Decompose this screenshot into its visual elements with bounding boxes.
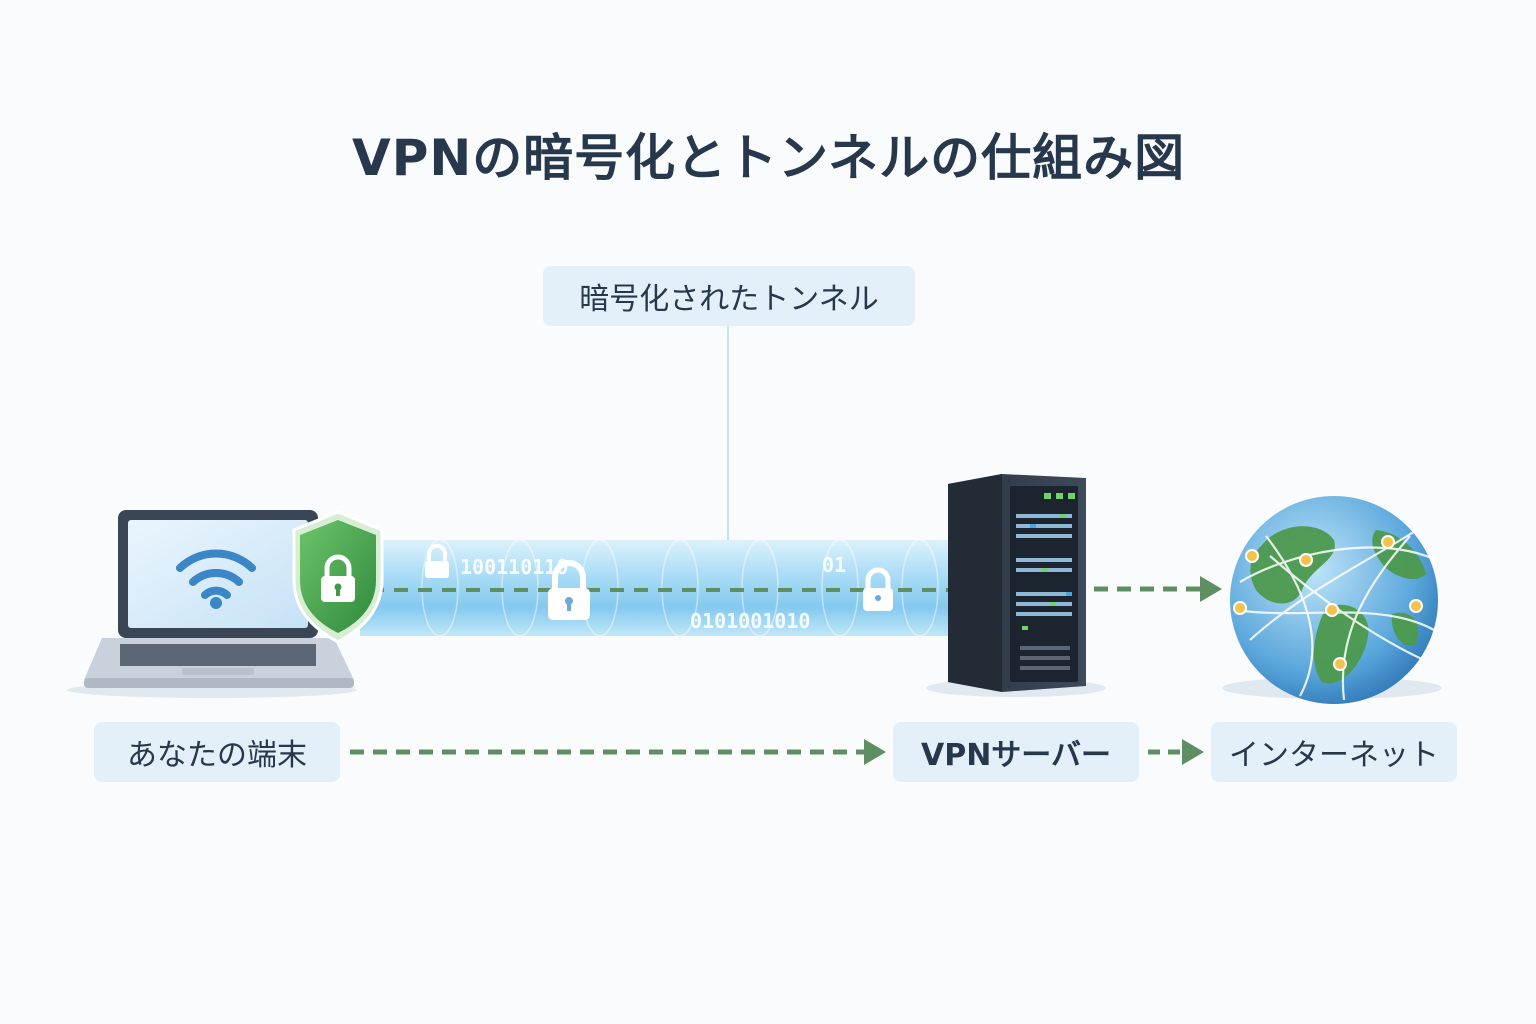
internet-label: インターネット [1211, 722, 1457, 782]
shield-icon [292, 510, 384, 644]
encrypted-tunnel: 100110110 01 0101001010 [360, 539, 1000, 637]
arrow-server-to-internet-upper [1094, 576, 1222, 602]
device-label: あなたの端末 [94, 722, 340, 782]
lock-icon [548, 560, 590, 620]
internet-label-text: インターネット [1229, 738, 1439, 773]
tunnel-label-text: 暗号化されたトンネル [579, 282, 879, 317]
server-label: VPNサーバー [893, 722, 1139, 782]
device-label-text: あなたの端末 [127, 738, 307, 773]
lock-icon [425, 544, 449, 578]
server-label-text: VPNサーバー [920, 738, 1111, 773]
tunnel-label: 暗号化されたトンネル [543, 266, 915, 326]
tunnel-binary-bottom: 0101001010 [690, 609, 810, 633]
globe-network-icon [1222, 496, 1442, 704]
arrow-device-to-server [350, 739, 886, 765]
lock-icon [863, 567, 893, 611]
server-rack-icon [926, 474, 1106, 697]
page-title: VPNの暗号化とトンネルの仕組み図 [352, 129, 1186, 187]
wifi-icon [176, 549, 256, 599]
laptop-wifi-icon [67, 510, 357, 698]
server-status-leds [1044, 493, 1075, 499]
network-nodes [1233, 535, 1423, 671]
arrow-server-to-internet-lower [1148, 739, 1204, 765]
tunnel-binary-mid: 01 [822, 553, 846, 577]
tunnel-binary-top: 100110110 [460, 555, 568, 579]
